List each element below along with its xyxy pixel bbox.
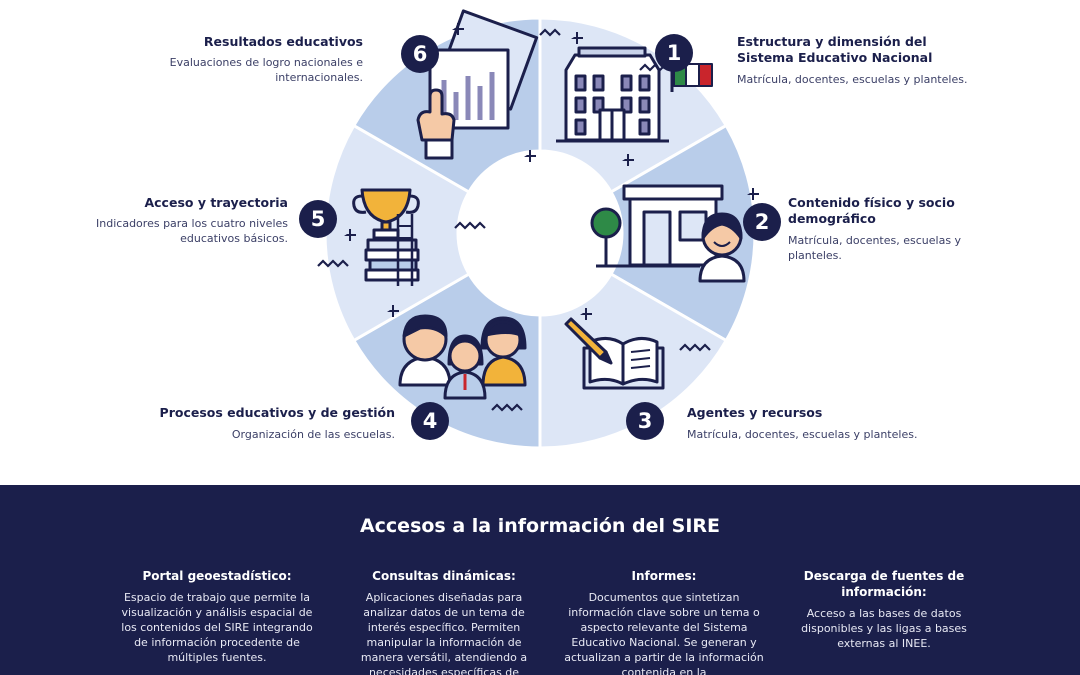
building-flag-icon [556, 46, 713, 143]
segment-4-desc: Organización de las escuelas. [231, 428, 395, 441]
segment-2-desc: Matrícula, docentes, escuelas y plantele… [788, 234, 962, 262]
access-consultas-title: Consultas dinámicas: [372, 569, 516, 583]
students-group-icon [398, 314, 527, 400]
access-consultas[interactable]: Consultas dinámicas: Aplicaciones diseña… [344, 568, 544, 675]
wave-decoration [317, 28, 711, 412]
access-informes-title: Informes: [631, 569, 697, 583]
segment-5-title: Acceso y trayectoria [144, 195, 288, 210]
segment-3-desc: Matrícula, docentes, escuelas y plantele… [687, 428, 918, 441]
access-descarga-title: Descarga de fuentes de información: [803, 569, 965, 599]
access-informes[interactable]: Informes: Documentos que sintetizan info… [564, 568, 764, 675]
house-tree-student-icon [590, 184, 746, 283]
access-descarga-text: Acceso a las bases de datos disponibles … [801, 607, 967, 650]
book-pencil-icon [564, 317, 665, 390]
badge-5: 5 [299, 200, 337, 238]
access-descarga[interactable]: Descarga de fuentes de información: Acce… [784, 568, 984, 651]
sparkle-decoration [344, 23, 759, 320]
segment-6-title: Resultados educativos [203, 34, 363, 49]
access-informes-text: Documentos que sintetizan información cl… [564, 591, 764, 675]
segment-1-title: Estructura y dimensión del Sistema Educa… [737, 34, 933, 65]
segment-2-title: Contenido físico y socio demográfico [788, 195, 955, 226]
sire-access-section: Accesos a la información del SIRE Portal… [0, 485, 1080, 675]
footer-title: Accesos a la información del SIRE [359, 515, 721, 537]
segment-5-desc: Indicadores para los cuatro niveles educ… [96, 217, 288, 245]
badge-4: 4 [411, 402, 449, 440]
access-portal[interactable]: Portal geoestadístico: Espacio de trabaj… [117, 568, 317, 665]
trophy-books-icon [352, 188, 420, 286]
report-chart-icon [416, 9, 539, 160]
access-portal-text: Espacio de trabajo que permite la visual… [121, 591, 313, 664]
badge-2: 2 [743, 203, 781, 241]
segment-6-desc: Evaluaciones de logro nacionales e inter… [169, 56, 363, 84]
wheel-diagram [317, 9, 759, 450]
access-portal-title: Portal geoestadístico: [142, 569, 292, 583]
segment-1-desc: Matrícula, docentes, escuelas y plantele… [737, 73, 968, 86]
segment-3-title: Agentes y recursos [687, 405, 823, 420]
badge-1: 1 [655, 34, 693, 72]
badge-3: 3 [626, 402, 664, 440]
ring-segment-4 [351, 271, 542, 450]
access-consultas-text: Aplicaciones diseñadas para analizar dat… [360, 591, 528, 675]
badge-6: 6 [401, 35, 439, 73]
segment-4-title: Procesos educativos y de gestión [159, 405, 395, 420]
